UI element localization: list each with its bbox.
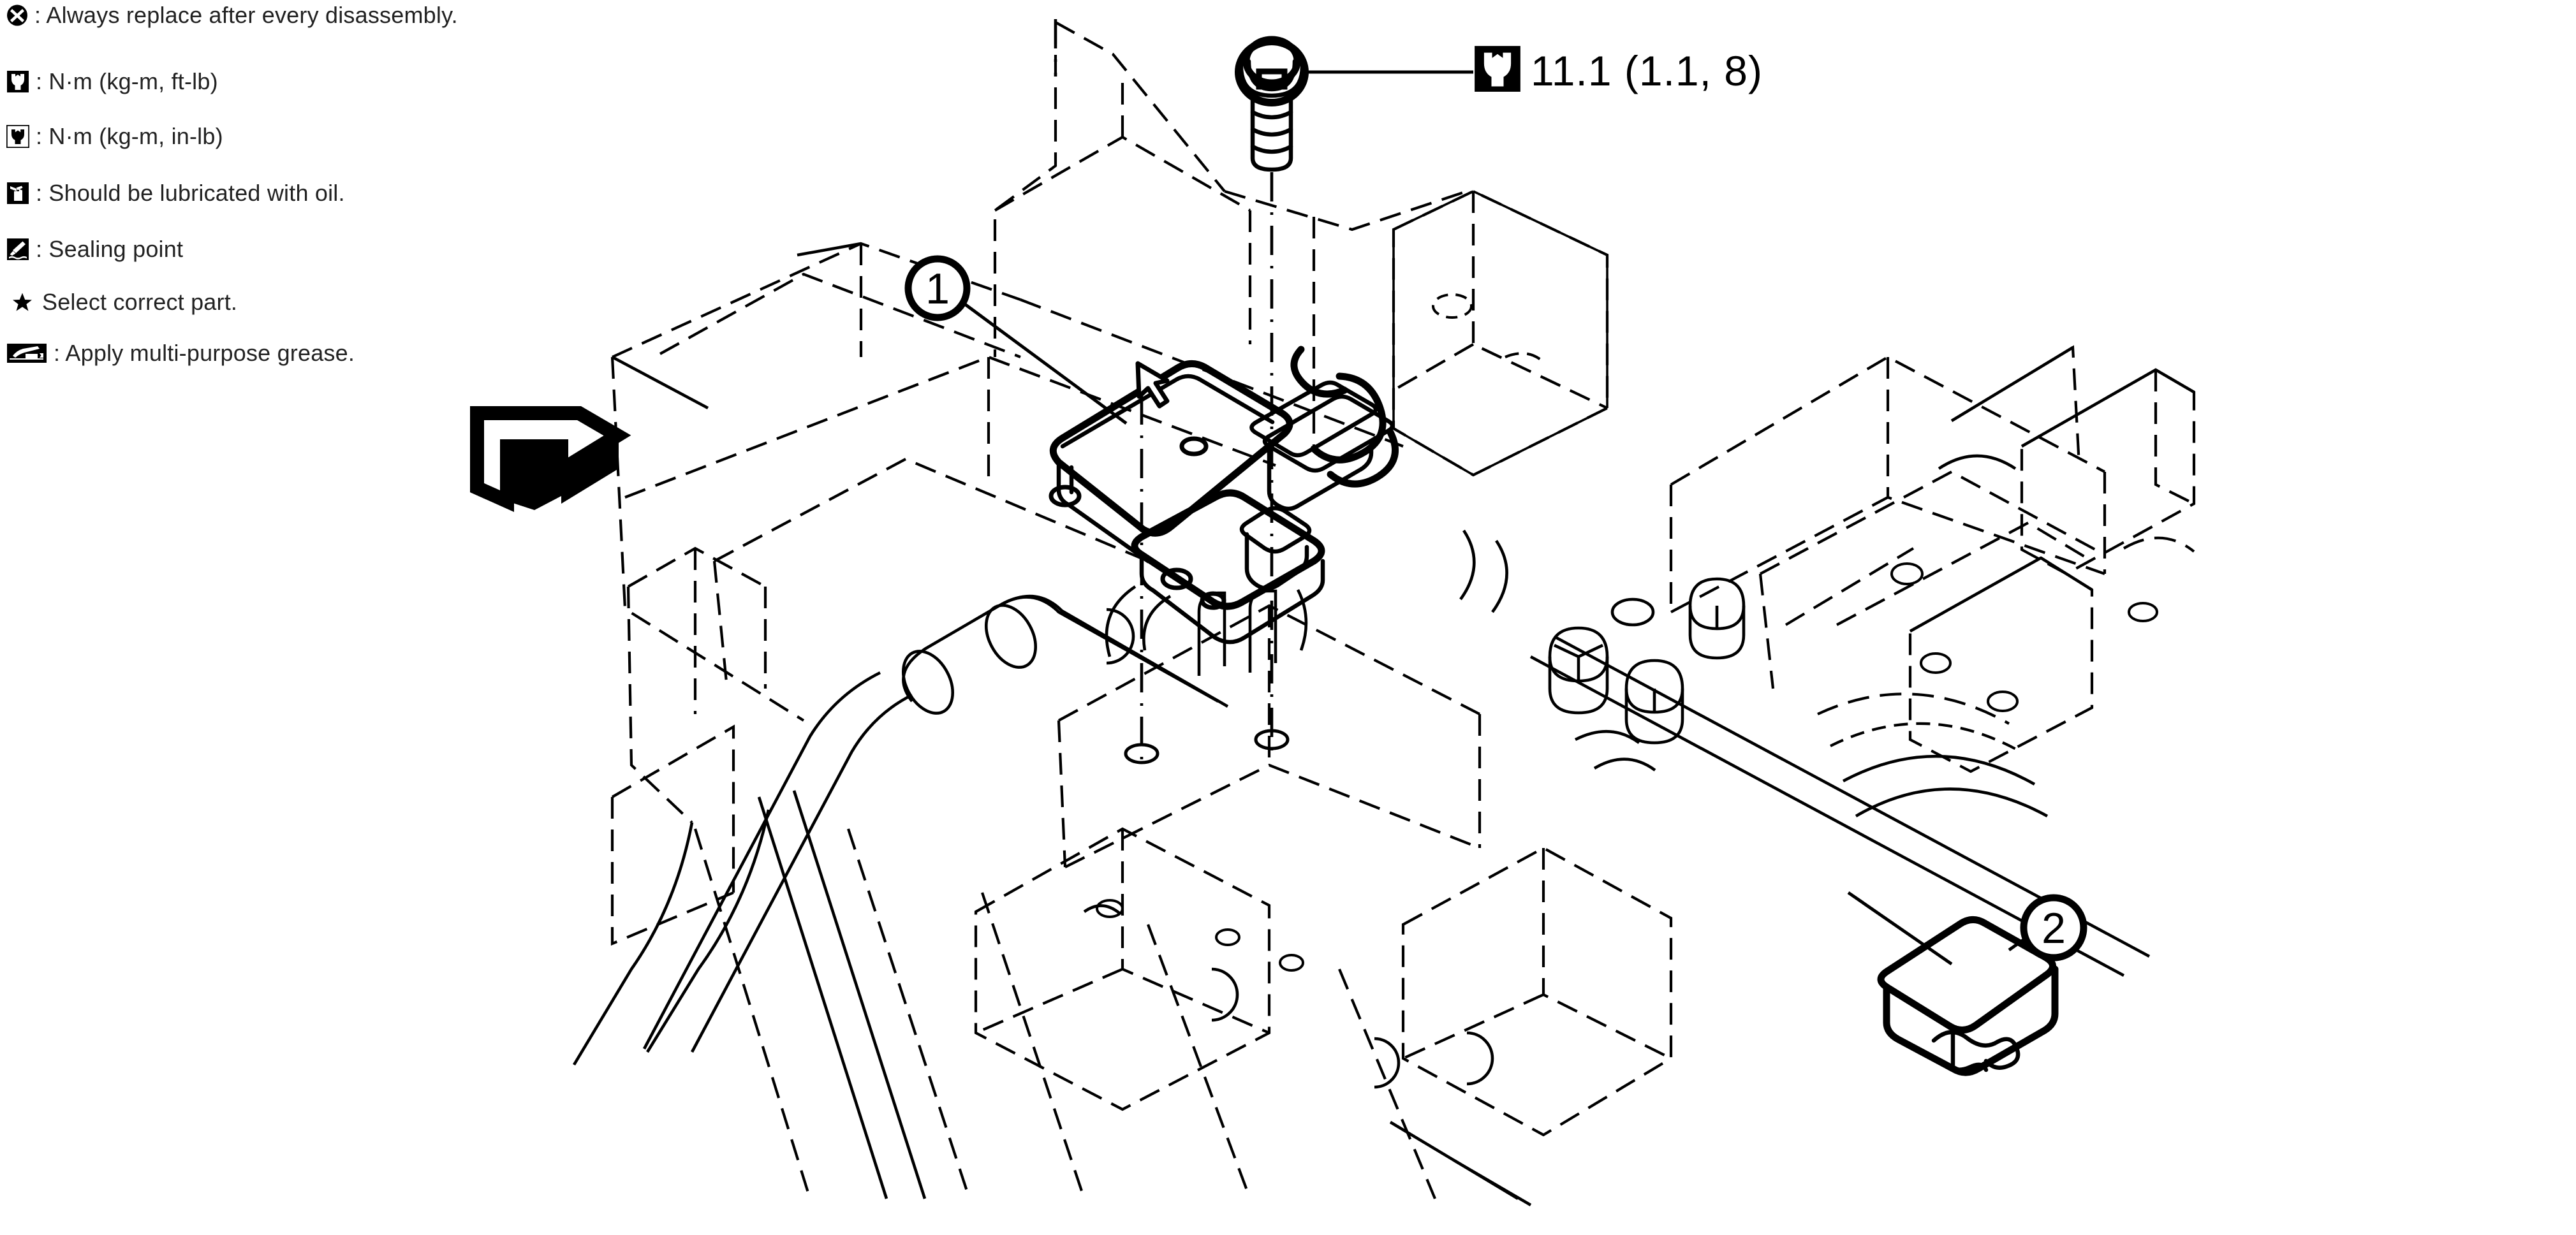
part-callout-2: 2: [2008, 894, 2087, 961]
part-2-module: [1847, 891, 2059, 1076]
mount-bracket: [1105, 529, 1746, 771]
callout-2-number: 2: [2042, 904, 2066, 953]
replace-after-disassembly-icon: [6, 4, 28, 26]
mounting-bolt: [1235, 36, 1473, 172]
centerlines: [1054, 19, 1290, 765]
multi-purpose-grease-icon: [6, 342, 47, 365]
torque-value: 11.1 (1.1, 8): [1531, 47, 1763, 94]
direction-arrow-icon: [470, 406, 631, 512]
star-icon: [11, 291, 33, 313]
legend-item-label: : Apply multi-purpose grease.: [54, 340, 355, 366]
torque-wrench-ftlb-icon: [6, 70, 29, 93]
part-callout-1: 1: [904, 255, 1128, 425]
chassis-phantom-outline: [573, 21, 2196, 1206]
legend-item-label: : Sealing point: [36, 236, 184, 262]
part-1-sensor: [1049, 346, 1399, 645]
legend-item-label: : Always replace after every disassembly…: [34, 2, 458, 28]
callout-1-number: 1: [925, 265, 950, 313]
legend-item-label: : N·m (kg-m, in-lb): [36, 123, 223, 149]
legend-item-label: Select correct part.: [42, 289, 238, 315]
legend-item-label: : Should be lubricated with oil.: [36, 180, 345, 206]
torque-callout: 11.1 (1.1, 8): [1473, 45, 1763, 96]
oil-lubricate-icon: [6, 182, 29, 205]
legend-item-label: : N·m (kg-m, ft-lb): [36, 68, 218, 94]
torque-wrench-inlb-icon: [6, 125, 29, 148]
torque-wrench-ftlb-icon: [1473, 45, 1522, 96]
sealing-point-icon: [6, 238, 29, 261]
